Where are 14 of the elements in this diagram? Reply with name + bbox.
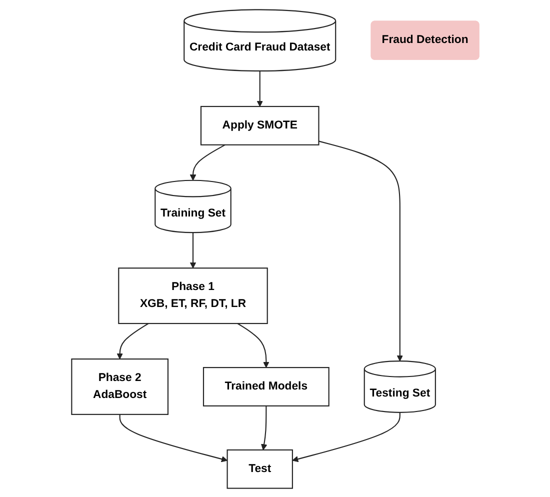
node-box: Apply SMOTE [200, 105, 319, 145]
arrow [292, 412, 400, 462]
node-box: Phase 2 AdaBoost [70, 358, 168, 414]
arrow [256, 70, 263, 106]
arrow [190, 232, 196, 268]
arrow [116, 322, 148, 359]
arrow [190, 144, 226, 180]
arrow [236, 322, 269, 368]
arrow [318, 140, 403, 361]
arrow [118, 414, 228, 462]
arrow [260, 405, 267, 450]
node-box: Trained Models [202, 366, 330, 406]
node-box: Phase 1 XGB, ET, RF, DT, LR [118, 267, 268, 324]
node-box: Test [226, 448, 293, 488]
